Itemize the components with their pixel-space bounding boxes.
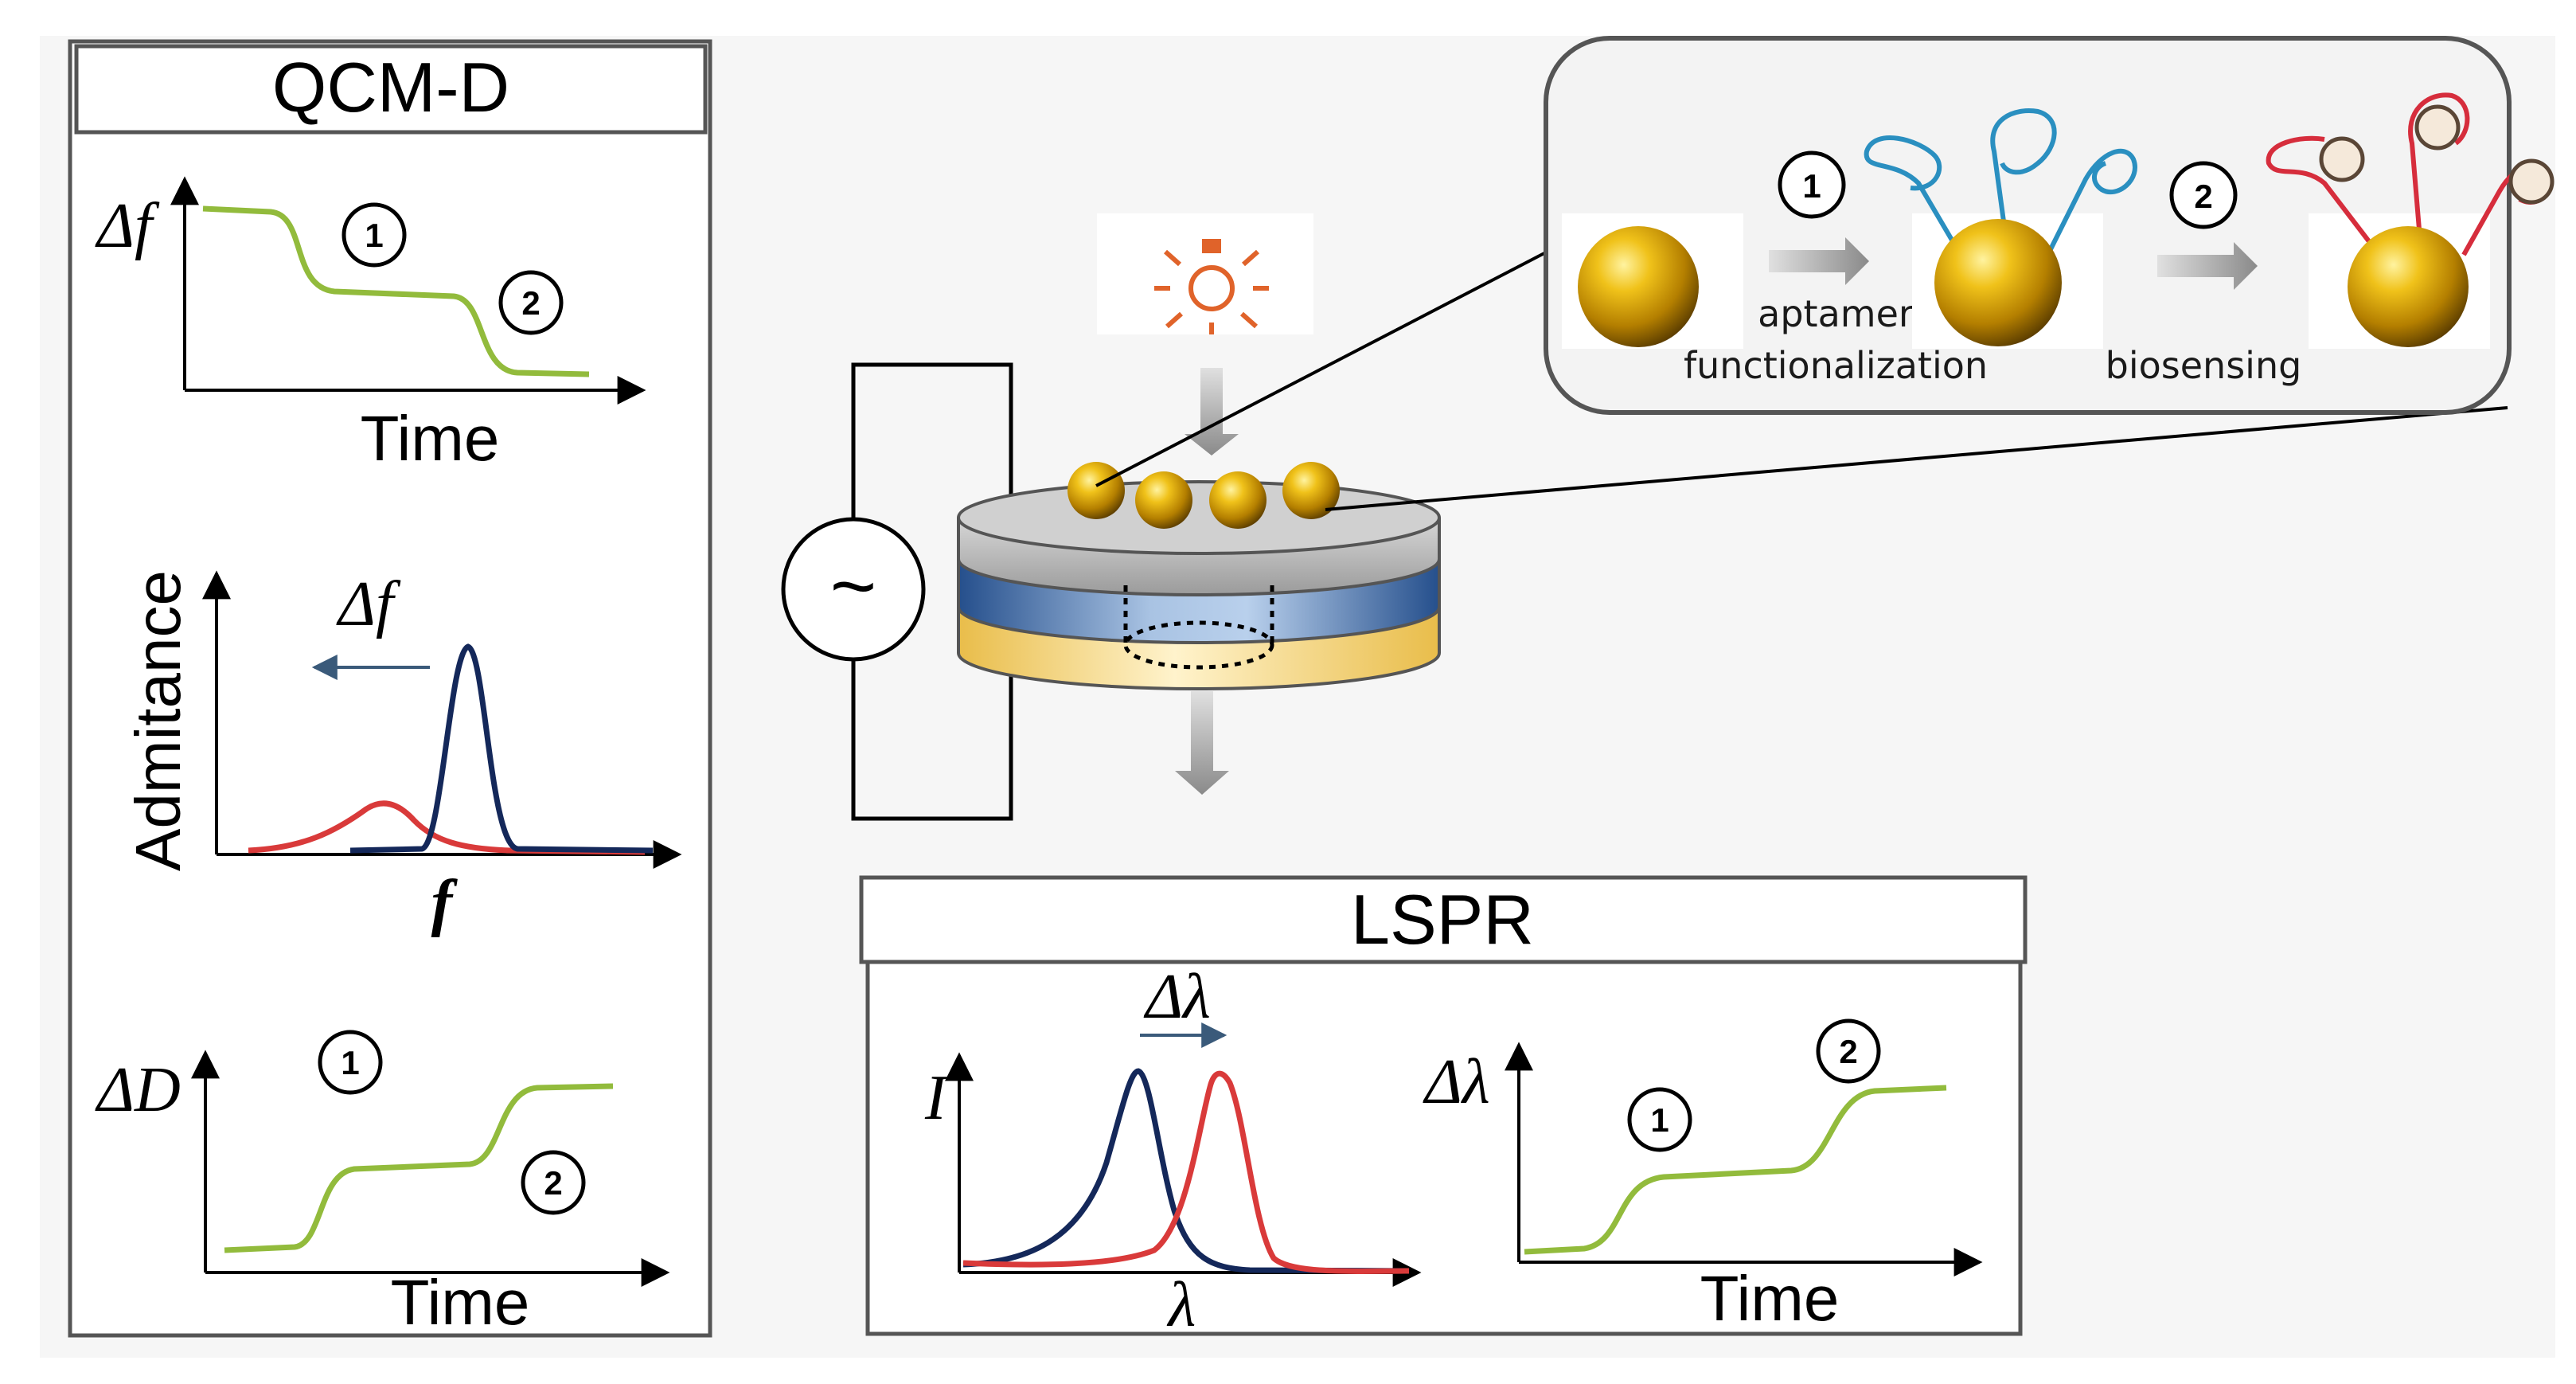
qcm-panel: QCM-D Δf Time 1 2 Δf Admitance f: [68, 39, 712, 1338]
functionalized-gold-nanoparticle: [1934, 219, 2062, 346]
navy-resonance-curve: [349, 643, 654, 854]
step-2-number: 2: [521, 284, 540, 322]
step-1-marker: [318, 1030, 383, 1095]
y-axis-label: Δλ: [1423, 1047, 1490, 1117]
navy-spectrum-curve: [962, 1068, 1410, 1274]
qcm-dissipation-plot: ΔD Time 1 2: [95, 1030, 670, 1338]
biosensing-label: biosensing: [2106, 344, 2302, 387]
y-axis-label: I: [924, 1063, 949, 1133]
gold-nanoparticle: [1135, 471, 1192, 529]
x-axis-label: Time: [1700, 1263, 1840, 1334]
y-axis-label: Δf: [95, 191, 160, 261]
shift-label: Δλ: [1143, 962, 1211, 1032]
gold-nanoparticle: [1209, 471, 1267, 529]
step-2-number: 2: [1839, 1033, 1857, 1070]
bare-gold-nanoparticle: [1578, 226, 1699, 347]
zoom-line-upper: [1095, 231, 1585, 487]
ac-source: [781, 517, 926, 662]
step-2-marker: [521, 1150, 586, 1215]
qcm-frequency-plot: Δf Time 1 2: [95, 176, 646, 474]
qcm-title-box: [74, 44, 708, 135]
shift-time-curve: [1524, 1085, 1947, 1255]
step-1-number: 1: [1650, 1101, 1669, 1139]
lamp-icon: [1154, 239, 1269, 334]
step-2-number: 2: [544, 1164, 562, 1202]
gold-nanoparticle: [1067, 462, 1125, 519]
x-axis-label: λ: [1167, 1270, 1196, 1340]
disc-top-surface: [957, 480, 1441, 555]
process-arrow-2: [2157, 242, 2258, 290]
frequency-curve: [202, 205, 590, 377]
functionalization-label: functionalization: [1684, 344, 1988, 387]
lspr-panel: LSPR Δλ I λ Δλ Time 1 2: [859, 875, 2028, 1340]
sensing-area-outline: [1123, 620, 1274, 670]
light-source-panel: [1097, 213, 1313, 334]
process-step-2-marker: [2169, 161, 2238, 229]
aptamer-strands: [1864, 108, 2137, 252]
x-axis-label: Time: [391, 1267, 530, 1338]
aptamer-label: aptamer: [1758, 292, 1914, 335]
step-1-marker: [1627, 1087, 1692, 1152]
lspr-title: LSPR: [1351, 880, 1534, 959]
qcm-title: QCM-D: [272, 48, 509, 127]
process-arrow-1: [1769, 237, 1869, 285]
shift-label: Δf: [336, 569, 401, 639]
step-1-number: 1: [365, 217, 383, 254]
incident-light-arrow: [1185, 368, 1239, 455]
lspr-spectrum-plot: Δλ I λ: [924, 962, 1422, 1340]
step-2-marker: [1816, 1018, 1881, 1084]
dissipation-curve: [224, 1083, 614, 1253]
ac-source-symbol: ~: [830, 541, 876, 631]
x-axis-label: Time: [361, 403, 500, 474]
step-1-marker: [342, 202, 407, 268]
y-axis-label: ΔD: [95, 1055, 181, 1125]
y-axis-label: Admitance: [123, 570, 193, 871]
functionalization-inset: 1 aptamer functionalization 2 biosensing: [1544, 36, 2555, 415]
transmitted-light-arrow: [1175, 691, 1229, 795]
qcm-admittance-plot: Δf Admitance f: [123, 569, 682, 938]
target-molecules: [2319, 104, 2555, 205]
step-1-number: 1: [341, 1044, 359, 1081]
lspr-shift-time-plot: Δλ Time 1 2: [1423, 1018, 1983, 1334]
red-spectrum-curve: [962, 1070, 1410, 1274]
process-step-2-number: 2: [2194, 178, 2212, 215]
biosensing-gold-nanoparticle: [2348, 226, 2469, 347]
zoom-line-lower: [1325, 406, 2508, 511]
process-step-1-number: 1: [1802, 167, 1821, 205]
red-resonance-curve: [248, 800, 646, 855]
lspr-title-box: [859, 875, 2028, 964]
process-step-1-marker: [1778, 151, 1846, 219]
sensor-assembly: ~: [781, 213, 2508, 821]
step-2-marker: [498, 270, 564, 335]
gold-nanoparticle: [1282, 462, 1340, 519]
